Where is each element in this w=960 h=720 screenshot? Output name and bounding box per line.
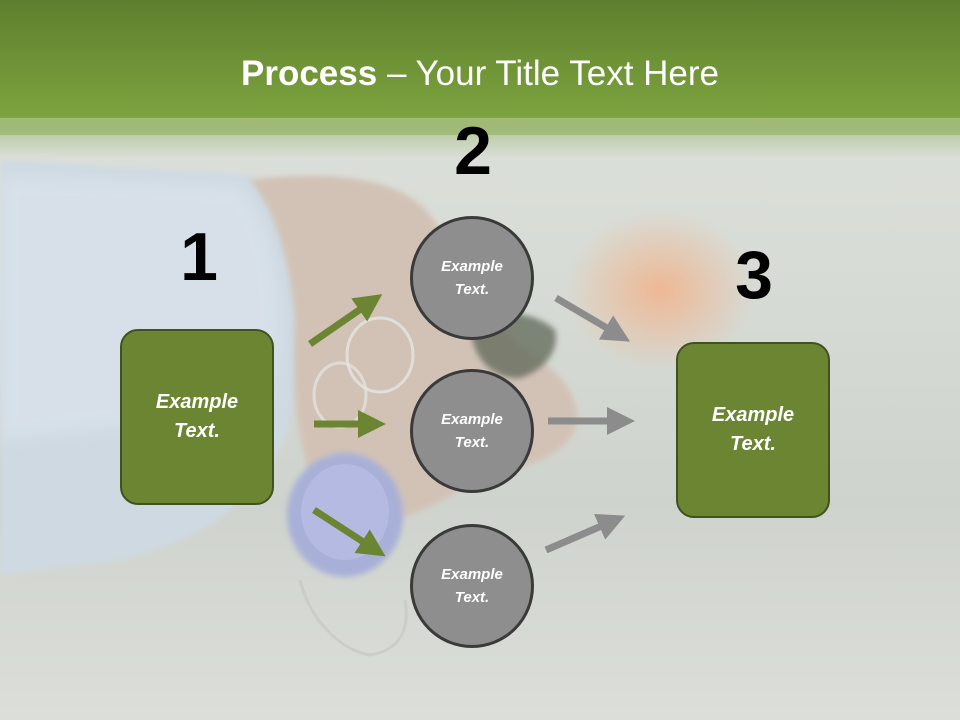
arrow-bottom-to-step3 [544, 513, 626, 554]
circle-bottom-label: Example Text. [441, 566, 503, 606]
arrow-to-bottom-circle [312, 507, 386, 557]
step-3-box[interactable]: Example Text. [676, 342, 830, 518]
step-number-1: 1 [180, 219, 218, 295]
circle-bottom[interactable]: Example Text. [410, 524, 534, 648]
circle-top-label: Example Text. [441, 258, 503, 298]
step-number-2: 2 [454, 113, 492, 189]
step-3-label: Example Text. [711, 404, 795, 455]
circle-top[interactable]: Example Text. [410, 216, 534, 340]
slide-title: Process – Your Title Text Here [0, 52, 960, 96]
arrow-top-to-step3 [554, 294, 631, 342]
title-bold: Process [241, 54, 378, 93]
step-1-box[interactable]: Example Text. [120, 329, 274, 505]
arrow-to-top-circle [308, 294, 383, 347]
step-number-3: 3 [735, 237, 773, 313]
header-band [0, 0, 960, 135]
step-1-label: Example Text. [155, 391, 239, 442]
title-rest: – Your Title Text Here [377, 54, 719, 93]
circle-middle[interactable]: Example Text. [410, 369, 534, 493]
header-fade [0, 118, 960, 158]
circle-middle-label: Example Text. [441, 411, 503, 451]
